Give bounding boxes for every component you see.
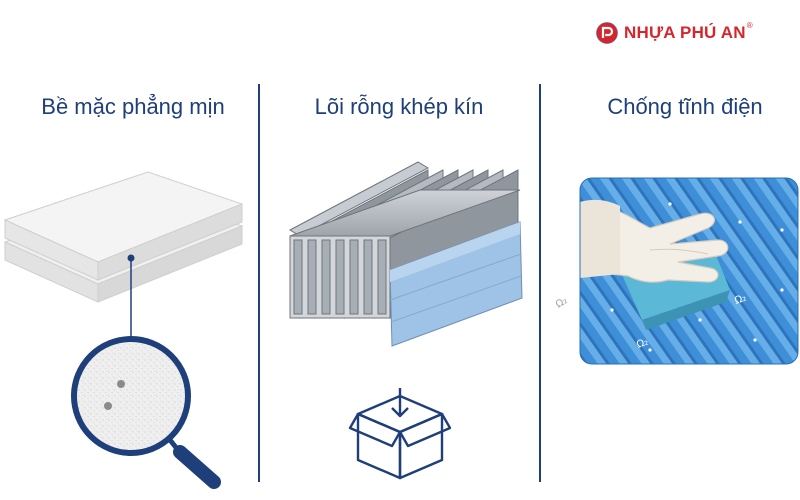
brand-logo-icon <box>596 22 618 44</box>
hollow-core-box-icon <box>288 161 523 480</box>
feature-title-antistatic: Chống tĩnh điện <box>607 94 763 119</box>
feature-title-smooth-surface: Bề mặc phẳng mịn <box>41 94 225 119</box>
brand-logo[interactable]: NHỰA PHÚ AN ® <box>596 20 753 44</box>
static-mark: Ω₂ <box>733 292 748 306</box>
glove-wiping-sheet-photo: Ω₂ Ω₂ Ω₂ <box>554 177 799 365</box>
static-mark: Ω₂ <box>554 295 570 310</box>
brand-name: NHỰA PHÚ AN <box>624 23 746 42</box>
static-mark: Ω₂ <box>635 336 650 350</box>
smooth-sheet-magnifier-icon <box>3 171 244 489</box>
registered-mark: ® <box>746 20 753 30</box>
column-divider-right <box>539 84 541 482</box>
column-divider-left <box>258 84 260 482</box>
feature-title-hollow-core: Lõi rỗng khép kín <box>314 94 484 119</box>
